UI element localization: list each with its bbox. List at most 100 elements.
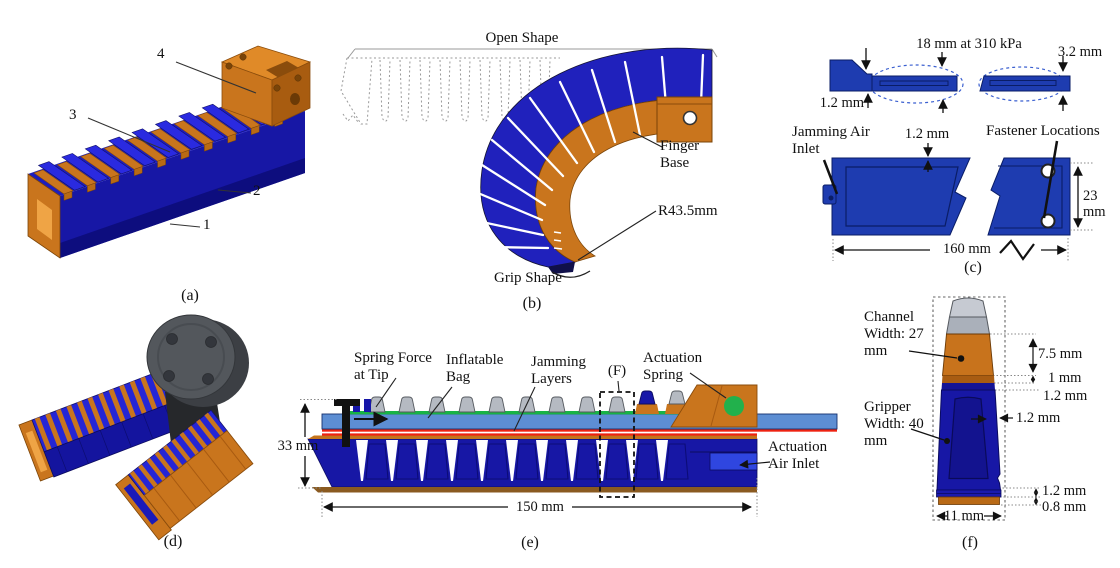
label-open-shape: Open Shape bbox=[485, 30, 559, 46]
inflatable-bag-bar bbox=[321, 413, 838, 430]
motor-bolt-holes bbox=[163, 333, 217, 385]
motor bbox=[146, 314, 249, 407]
label-f-ref: (F) bbox=[607, 363, 627, 379]
actuation-spring-circle bbox=[724, 396, 744, 416]
panel-c-drawing bbox=[822, 48, 1093, 261]
extension-lines-f bbox=[990, 333, 1041, 506]
extension-lines-c bbox=[832, 162, 1093, 261]
spring-steel-strip bbox=[350, 411, 688, 415]
finger-base-block bbox=[220, 45, 312, 127]
jamming-layer-red-1 bbox=[322, 429, 837, 432]
dim-1-2mm-bottom: 1.2 mm bbox=[1042, 483, 1087, 499]
caption-d: (d) bbox=[163, 533, 183, 550]
leaders-e bbox=[375, 372, 727, 432]
inner-channel bbox=[948, 396, 989, 480]
gripper-body-section bbox=[307, 438, 758, 488]
block-notch bbox=[266, 61, 299, 78]
tiny-arrows-f bbox=[1030, 375, 1039, 506]
label-actuation-spring: Actuation Spring bbox=[643, 350, 703, 383]
jamming-inlet-hole bbox=[828, 195, 834, 201]
label-jamming-layers: Jamming Layers bbox=[531, 354, 586, 387]
dim-1-2mm-layer: 1.2 mm bbox=[1043, 388, 1088, 404]
dim-1mm: 1 mm bbox=[1048, 370, 1082, 386]
tooth-caps bbox=[368, 396, 626, 413]
bag-slats bbox=[37, 95, 273, 191]
caption-a: (a) bbox=[181, 287, 199, 304]
tip-comb-marks bbox=[553, 231, 563, 250]
dim-1-2mm-left: 1.2 mm bbox=[819, 95, 864, 111]
bag-slot-right bbox=[989, 80, 1057, 86]
dim-160mm: 160 mm bbox=[943, 241, 991, 257]
dim-arrows-e bbox=[300, 403, 771, 512]
callout-4: 4 bbox=[157, 46, 165, 62]
label-channel-width: Channel Width: 27 mm bbox=[864, 309, 924, 359]
callout-1: 1 bbox=[203, 217, 211, 233]
label-spring-force-at-tip: Spring Force at Tip bbox=[354, 350, 432, 383]
label-actuation-air-inlet: Actuation Air Inlet bbox=[768, 439, 828, 472]
dim-1-2mm-wall: 1.2 mm bbox=[1016, 410, 1061, 426]
bag-slot-left bbox=[879, 80, 949, 86]
jamming-layer-gap bbox=[322, 431, 837, 434]
panel-d-drawing bbox=[18, 314, 254, 541]
jamming-inlet-leader bbox=[822, 159, 839, 195]
fastener-leader bbox=[1042, 140, 1059, 219]
gray-tooth-cap-tall bbox=[668, 390, 686, 405]
block-bolt-holes bbox=[225, 53, 302, 92]
dim-18mm-310kpa: 18 mm at 310 kPa bbox=[916, 36, 1022, 52]
channel-leader-dot bbox=[957, 355, 965, 362]
detail-bounding-box bbox=[932, 296, 1006, 521]
dim-arrows-f bbox=[908, 338, 1038, 521]
spring-force-post-stem bbox=[342, 404, 350, 447]
layer-1-2mm bbox=[941, 383, 995, 390]
tooth-inner-outlines bbox=[365, 443, 689, 480]
block-side-hole bbox=[290, 93, 300, 105]
f-detail-box bbox=[599, 391, 635, 498]
bag-top-inner-outline bbox=[845, 166, 959, 227]
label-fastener-locations: Fastener Locations bbox=[986, 123, 1100, 139]
blue-tooth-cap bbox=[638, 390, 656, 405]
callout-3: 3 bbox=[69, 107, 77, 123]
body-top-strip bbox=[308, 435, 757, 439]
dim-11mm: 11 mm bbox=[943, 508, 985, 524]
gripper-leader-dot bbox=[944, 438, 950, 444]
tooth-cap-band bbox=[945, 316, 991, 335]
body-bottom-strip bbox=[312, 487, 757, 493]
tooth-cap-top bbox=[948, 297, 988, 318]
caption-b: (b) bbox=[522, 295, 542, 312]
label-inflatable-bag: Inflatable Bag bbox=[446, 352, 504, 385]
spring-force-post bbox=[334, 399, 360, 406]
finger-front-shadow bbox=[60, 158, 305, 258]
bag-side-right-strip bbox=[979, 75, 1071, 92]
bottom-orange-layer bbox=[938, 496, 1000, 505]
dim-arrows-c bbox=[834, 48, 1083, 261]
dim-7-5mm: 7.5 mm bbox=[1038, 346, 1083, 362]
layer-1mm bbox=[942, 375, 995, 383]
callout-2: 2 bbox=[253, 183, 261, 199]
panel-b-drawing bbox=[340, 47, 718, 278]
bag-top-right-piece bbox=[987, 157, 1071, 236]
dim-150mm: 150 mm bbox=[508, 499, 572, 516]
panel-f-drawing bbox=[908, 296, 1041, 521]
label-grip-shape: Grip Shape bbox=[494, 270, 562, 286]
dim-0-8mm: 0.8 mm bbox=[1042, 499, 1087, 515]
dim-33mm: 33 mm bbox=[277, 438, 319, 454]
caption-f: (f) bbox=[962, 534, 978, 551]
finger-base-plate bbox=[656, 96, 713, 143]
orange-tooth-neck-1 bbox=[635, 404, 659, 414]
label-finger-base: Finger Base bbox=[660, 138, 700, 171]
dim-3-2mm: 3.2 mm bbox=[1057, 44, 1103, 60]
jamming-layer-spokes bbox=[476, 53, 705, 250]
bag-top-left-piece bbox=[831, 157, 971, 236]
label-gripper-width: Gripper Width: 40 mm bbox=[864, 399, 924, 449]
actuation-spring-block bbox=[670, 384, 758, 428]
label-jamming-air-inlet: Jamming Air Inlet bbox=[792, 124, 870, 157]
caption-e: (e) bbox=[521, 534, 539, 551]
bag-side-left-block bbox=[829, 59, 873, 92]
jamming-layer-red-2 bbox=[322, 433, 757, 436]
callout-leaders-a bbox=[87, 61, 257, 228]
panel-a-drawing bbox=[27, 45, 312, 259]
right-finger bbox=[115, 409, 254, 541]
leaders-b bbox=[551, 131, 663, 278]
